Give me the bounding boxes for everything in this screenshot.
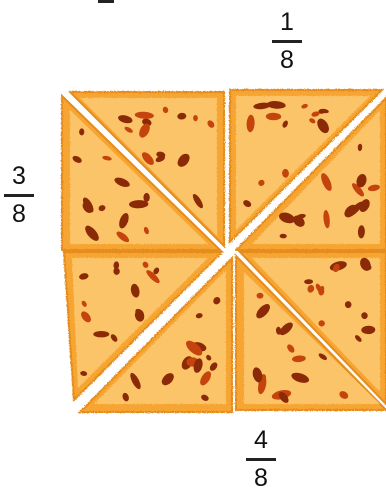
numerator: 1 <box>280 10 294 35</box>
fraction-bar <box>272 40 302 43</box>
fraction-one-eighth: 1 8 <box>272 10 302 73</box>
numerator: 4 <box>254 428 268 453</box>
denominator: 8 <box>280 48 294 73</box>
numerator: 3 <box>12 164 26 189</box>
denominator: 8 <box>254 466 268 491</box>
fraction-bar <box>4 194 34 197</box>
denominator: 8 <box>12 202 26 227</box>
fraction-three-eighths: 3 8 <box>4 164 34 227</box>
cake-spot <box>143 193 149 202</box>
cake-spot <box>93 331 109 337</box>
fraction-four-eighths: 4 8 <box>246 428 276 491</box>
fraction-bar <box>246 458 276 461</box>
